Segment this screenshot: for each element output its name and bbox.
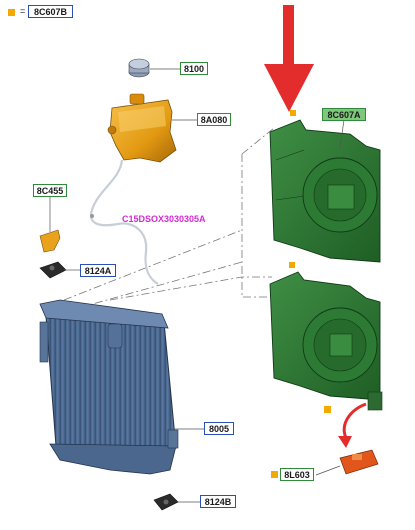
rubber-mount-top xyxy=(39,261,67,279)
legend-equals: = xyxy=(20,6,26,16)
callout-mount-bottom[interactable]: 8124B xyxy=(200,495,236,508)
radiator xyxy=(39,299,179,475)
fan-resistor xyxy=(339,449,379,475)
legend-marker-icon xyxy=(8,9,15,16)
coolant-reservoir xyxy=(107,93,177,163)
red-arrow-down-icon xyxy=(264,5,314,112)
location-marker xyxy=(289,262,295,268)
leader-lines xyxy=(49,68,345,503)
callout-mount-top[interactable]: 8124A xyxy=(80,264,116,277)
rubber-mount-bottom xyxy=(153,493,179,511)
red-curved-arrow-icon xyxy=(338,402,367,448)
reservoir-cap xyxy=(128,58,150,78)
callout-cap[interactable]: 8100 xyxy=(180,62,208,75)
location-marker xyxy=(290,110,296,116)
legend-code[interactable]: 8C607B xyxy=(28,5,73,18)
callout-reservoir[interactable]: 8A080 xyxy=(197,113,231,126)
hose-clip xyxy=(90,214,94,218)
callout-radiator[interactable]: 8005 xyxy=(204,422,234,435)
callout-bracket[interactable]: 8C455 xyxy=(33,184,67,197)
fan-shroud-lower xyxy=(269,271,383,411)
overflow-hose xyxy=(89,159,159,285)
resistor-marker-icon xyxy=(271,471,278,478)
location-marker xyxy=(324,406,331,413)
fan-shroud-upper xyxy=(269,119,381,263)
bracket-part xyxy=(39,229,61,253)
hose-part-label[interactable]: C15DSOX3030305A xyxy=(122,214,206,224)
callout-shroud[interactable]: 8C607A xyxy=(322,108,366,121)
callout-resistor[interactable]: 8L603 xyxy=(280,468,314,481)
alignment-lines xyxy=(63,127,275,313)
